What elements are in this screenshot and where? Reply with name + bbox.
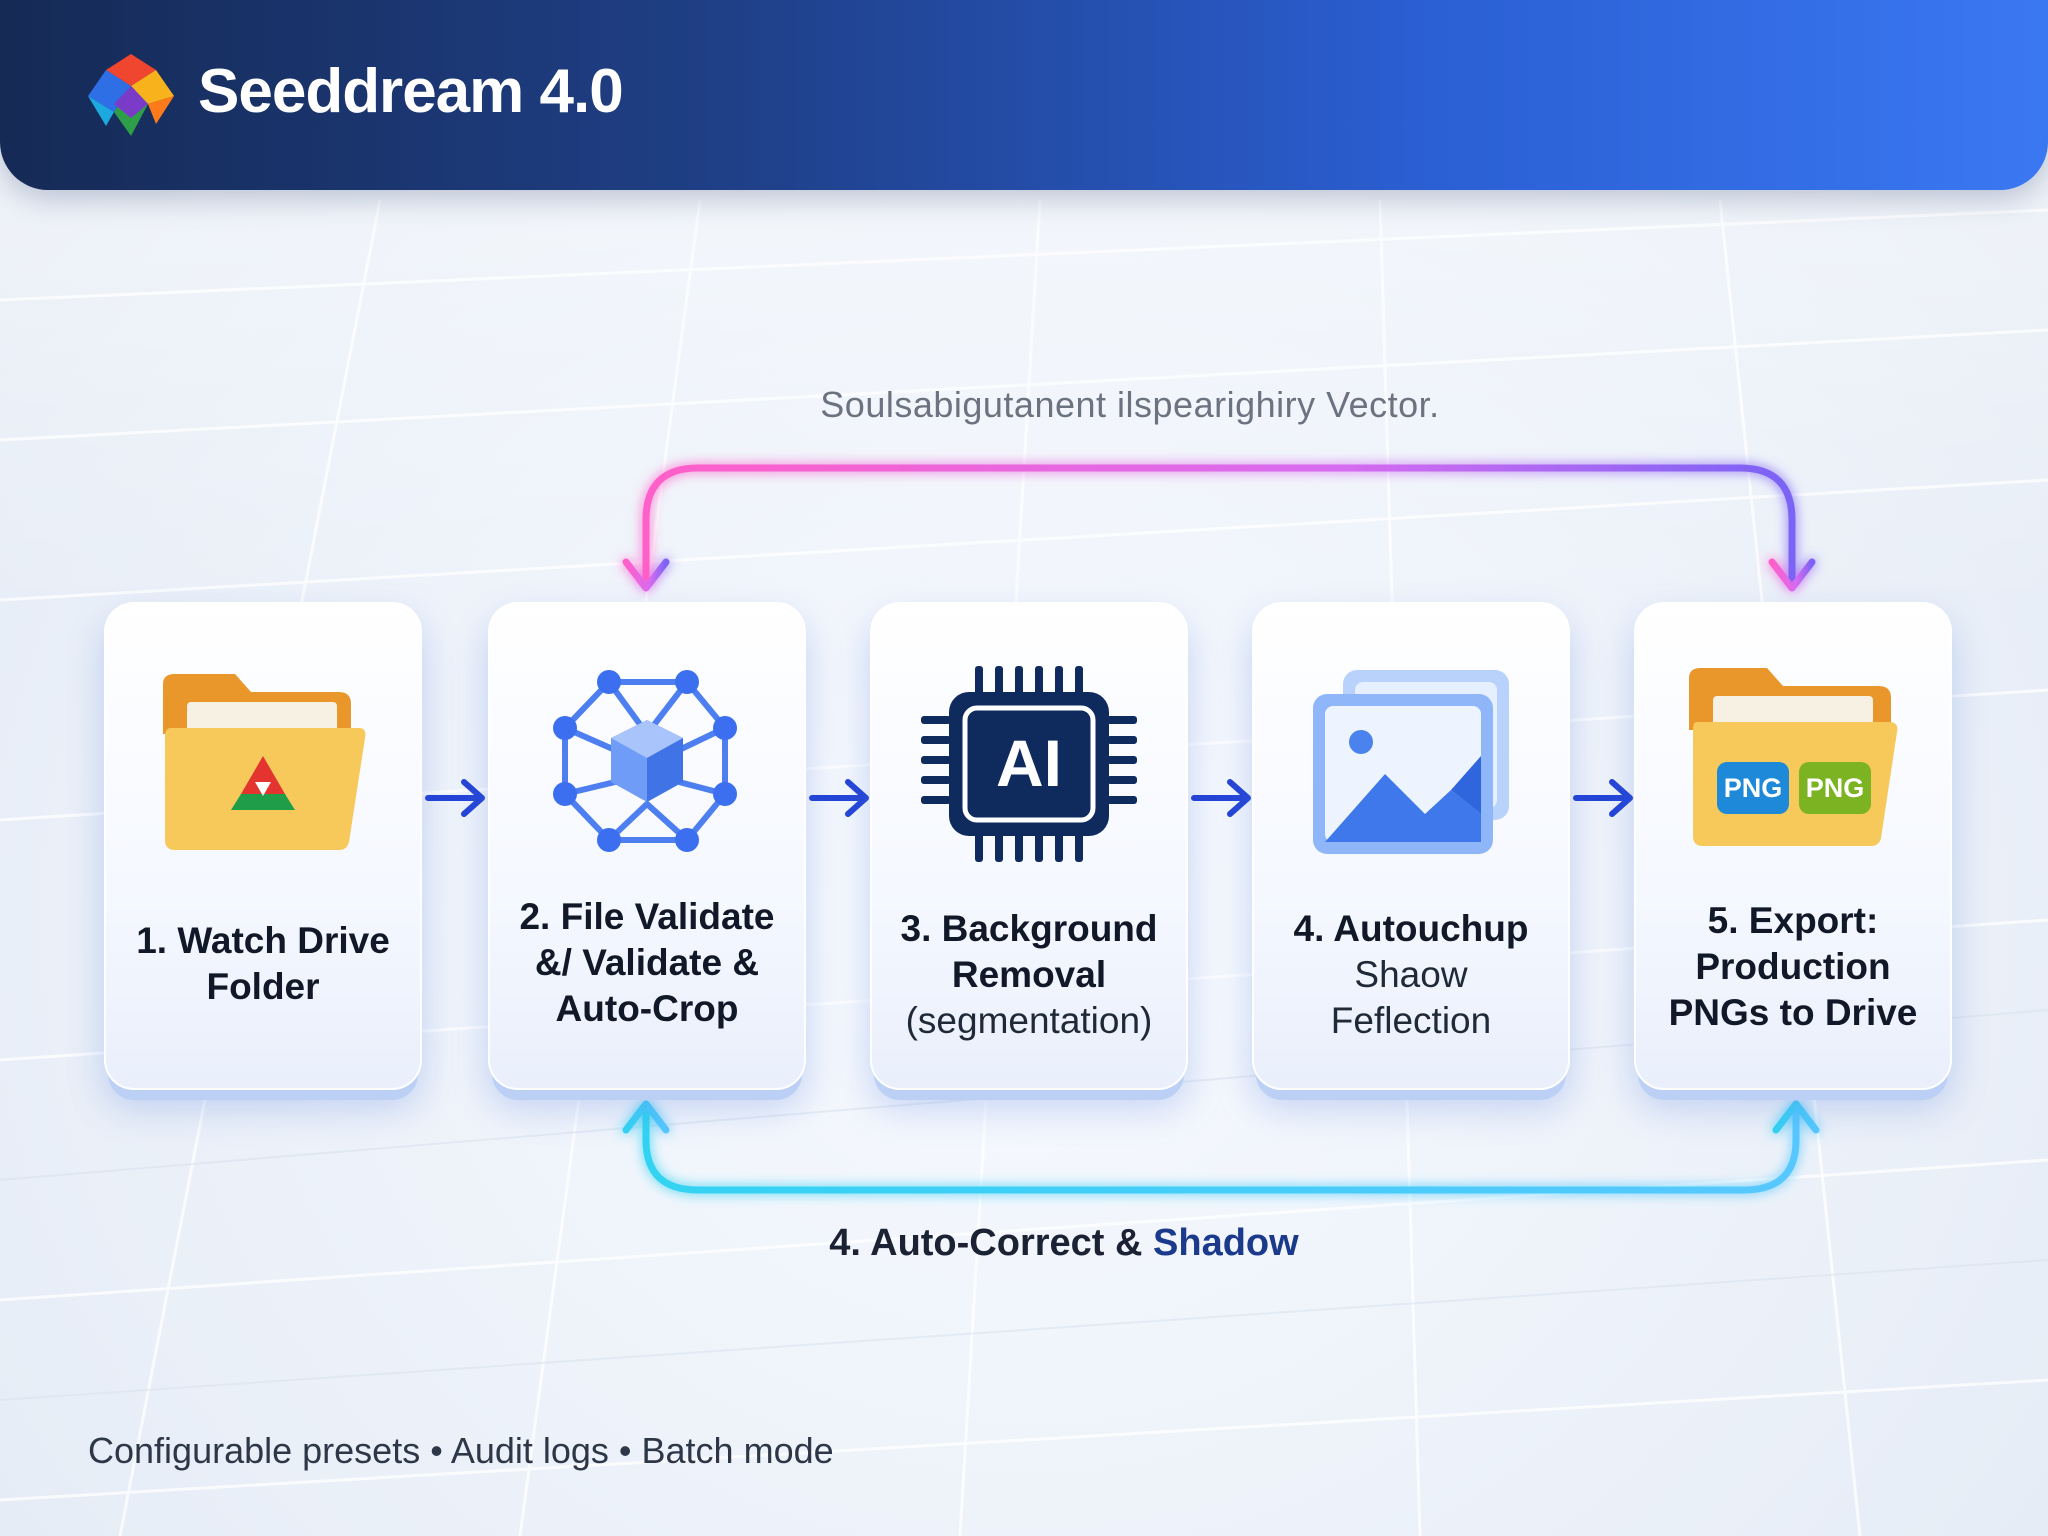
step-5-title-line2: Production (1695, 946, 1891, 987)
step-card-watch-drive-folder: 1. Watch Drive Folder (104, 602, 422, 1090)
step-5-title-line1: 5. Export: (1707, 900, 1879, 941)
step-arrow-1 (425, 779, 485, 817)
step-3-title-line1: 3. Background (900, 908, 1158, 949)
png-folder-icon: PNG PNG (1689, 668, 1898, 846)
feature-footer: Configurable presets • Audit logs • Batc… (88, 1430, 834, 1471)
step-3-title-line2: Removal (951, 954, 1107, 995)
step-2-title-line3: Auto-Crop (555, 988, 739, 1029)
step-3-title-line3: (segmentation) (905, 1000, 1153, 1041)
drive-folder-icon (163, 674, 366, 850)
app-header: Seeddream 4.0 (0, 0, 2048, 190)
step-2-title-line1: 2. File Validate (519, 896, 775, 937)
diagram-subtitle: Soulsabigutanent ilspearighiry Vector. (820, 384, 1440, 425)
step-4-title-line2: Shaow (1354, 954, 1468, 995)
image-gallery-icon (1313, 670, 1509, 854)
step-arrow-2 (809, 779, 869, 817)
step-4-title-line3: Feflection (1330, 1000, 1492, 1041)
step-arrow-3 (1191, 779, 1251, 817)
png-badge-1: PNG (1724, 773, 1783, 803)
step-1-title-line1: 1. Watch Drive (136, 920, 390, 961)
step-card-export-pngs: PNG PNG 5. Export: Production PNGs to Dr… (1634, 602, 1952, 1090)
app-title: Seeddream 4.0 (198, 57, 624, 126)
loop-caption: 4. Auto-Correct & Shadow (0, 1222, 2048, 1265)
loop-caption-accent: Shadow (1153, 1222, 1299, 1264)
step-4-title-line1: 4. Autouchup (1293, 908, 1529, 949)
step-card-autouchup-shadow: 4. Autouchup Shaow Feflection (1252, 602, 1570, 1090)
loop-caption-prefix: 4. Auto-Correct & (829, 1222, 1154, 1264)
step-2-title-line2: &/ Validate & (534, 942, 760, 983)
step-5-title-line3: PNGs to Drive (1668, 992, 1918, 1033)
ai-chip-text: AI (996, 726, 1062, 800)
step-arrow-4 (1573, 779, 1633, 817)
ai-chip-icon: AI (921, 666, 1137, 862)
colorful-diamond-logo-icon (88, 54, 174, 136)
step-card-validate-auto-crop: 2. File Validate &/ Validate & Auto-Crop (488, 602, 806, 1090)
cube-network-icon (553, 670, 737, 852)
step-card-background-removal: AI 3. Background Removal (segmentation) (870, 602, 1188, 1090)
step-1-title-line2: Folder (206, 966, 320, 1007)
png-badge-2: PNG (1806, 773, 1865, 803)
